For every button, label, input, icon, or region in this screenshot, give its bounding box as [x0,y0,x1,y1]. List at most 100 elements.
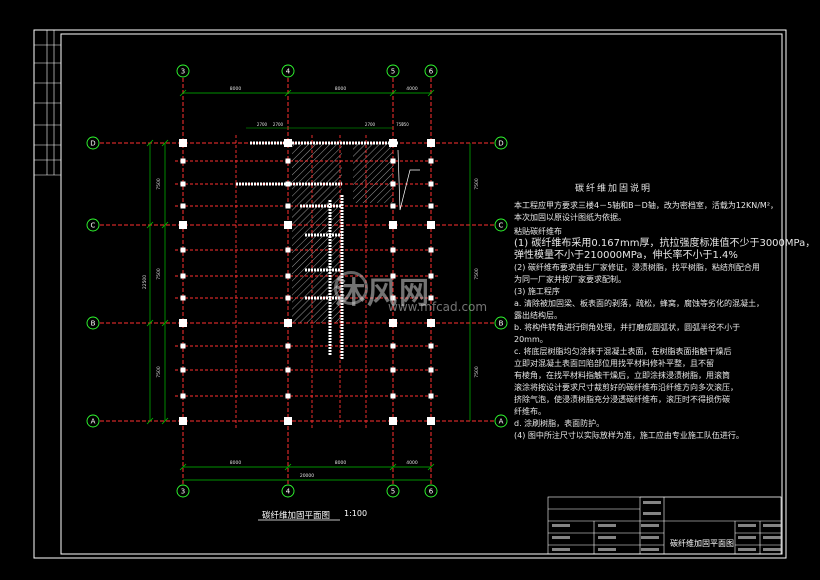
dim-tick [146,417,154,425]
dim-label-inner: 750 [401,122,409,127]
plan-title: 碳纤维加固平面图 [262,511,331,521]
column [389,319,397,327]
column [179,319,187,327]
column-small [285,393,291,399]
axis-bubble [386,64,400,78]
column-small [180,247,186,253]
dim-label-left: 7500 [156,178,162,190]
watermark-logo [334,271,368,305]
title-block-cell [598,548,616,551]
title-block-cell [598,536,616,539]
column-small [390,343,396,349]
notes-line: 立即对混凝土表面凹陷部位用找平材料修补平整，且不留 [514,359,714,368]
column-small [390,393,396,399]
title-block-cell [763,524,781,527]
column-small [285,247,291,253]
column-small [428,203,434,209]
notes-line: a. 清除被加固梁、板表面的剥落，疏松，蜂窝，腐蚀等劣化的混凝土， [514,299,764,308]
dim-label-top: 4000 [406,86,418,92]
axis-bubble [176,64,190,78]
column-small [428,393,434,399]
dim-label-bottom: 8000 [335,460,347,466]
column-small [428,343,434,349]
axis-bubble-label: B [91,320,96,328]
axis-bubble-label: 5 [391,68,395,76]
column-small [390,295,396,301]
dim-tick [146,221,154,229]
dim-label-top: 8000 [335,86,347,92]
axis-bubble [494,414,508,428]
dim-tick [284,463,292,471]
column [427,139,435,147]
column-small [180,273,186,279]
plan-scale: 1:100 [344,509,368,518]
column-small [285,273,291,279]
title-block-cell [641,536,659,539]
title-block-cell [643,501,661,504]
title-block-cell [763,536,781,539]
notes-line: 滚涂将按设计要求尺寸裁剪好的碳纤维布沿纤维方向多次滚压， [514,383,738,392]
title-block [547,496,782,555]
title-block-cell [763,548,781,551]
dim-label-inner: 2700 [257,122,268,127]
column-small [428,273,434,279]
column-small [285,181,291,187]
watermark-text: 沐风网 [335,276,431,311]
dim-label-total: 20000 [300,473,314,479]
column-small [180,203,186,209]
dim-label-top: 8000 [230,86,242,92]
column-small [390,367,396,373]
axis-bubble-label: 4 [286,68,291,76]
axis-bubble-label: C [91,222,96,230]
dim-tick [179,89,187,97]
column [284,221,292,229]
notes-line: d. 涂刷树脂，表面防护。 [514,419,605,428]
notes-line: 本工程应甲方要求三楼4－5轴和B－D轴，改为密档室，活载为12KN/M²， [514,201,779,210]
dim-label-left: 7500 [156,366,162,378]
column-small [180,343,186,349]
notes-line: 20mm。 [514,335,548,344]
watermark-url: www.mfcad.com [388,300,488,314]
column-small [285,343,291,349]
dim-label-right: 7500 [474,366,480,378]
axis-bubble [176,484,190,498]
notes-line: c. 将底层树脂均匀涂抹于混凝土表面，在树脂表面指触干燥后 [514,347,732,356]
notes-line: b. 将构件转角进行倒角处理，并打磨成圆弧状，圆弧半径不小于 [514,323,741,332]
dim-label-right: 7500 [474,178,480,190]
dim-label-inner: 750 [396,122,404,127]
column-small [390,273,396,279]
column [389,221,397,229]
axis-bubble [281,484,295,498]
axis-bubble [86,414,100,428]
column-small [390,181,396,187]
inner-frame [60,33,783,555]
notes-line: (3) 施工程序 [514,287,560,296]
notes-line: 有棱角，在找平材料指触干燥后，立即涂抹浸渍树脂，用滚筒 [514,371,730,380]
dim-tick [389,89,397,97]
dim-label-left-total: 22500 [142,275,148,289]
notes-line: 粘贴碳纤维布 [514,227,562,236]
dim-tick [161,221,169,229]
axis-bubble [494,316,508,330]
dim-tick [161,319,169,327]
column [284,139,292,147]
dim-label-bottom: 4000 [406,460,418,466]
column [427,319,435,327]
column-small [428,181,434,187]
axis-bubble-label: D [90,140,95,148]
column-small [428,295,434,301]
column-small [180,295,186,301]
title-block-cell [738,524,756,527]
title-block-cell [598,524,616,527]
axis-bubble-label: 5 [391,488,395,496]
column-small [428,247,434,253]
axis-bubble-label: 6 [429,488,434,496]
axis-bubble-label: 3 [181,68,185,76]
column [284,319,292,327]
column-small [180,367,186,373]
axis-bubble [494,136,508,150]
axis-bubble [424,64,438,78]
column-small [285,158,291,164]
dim-label-inner: 2700 [273,122,284,127]
